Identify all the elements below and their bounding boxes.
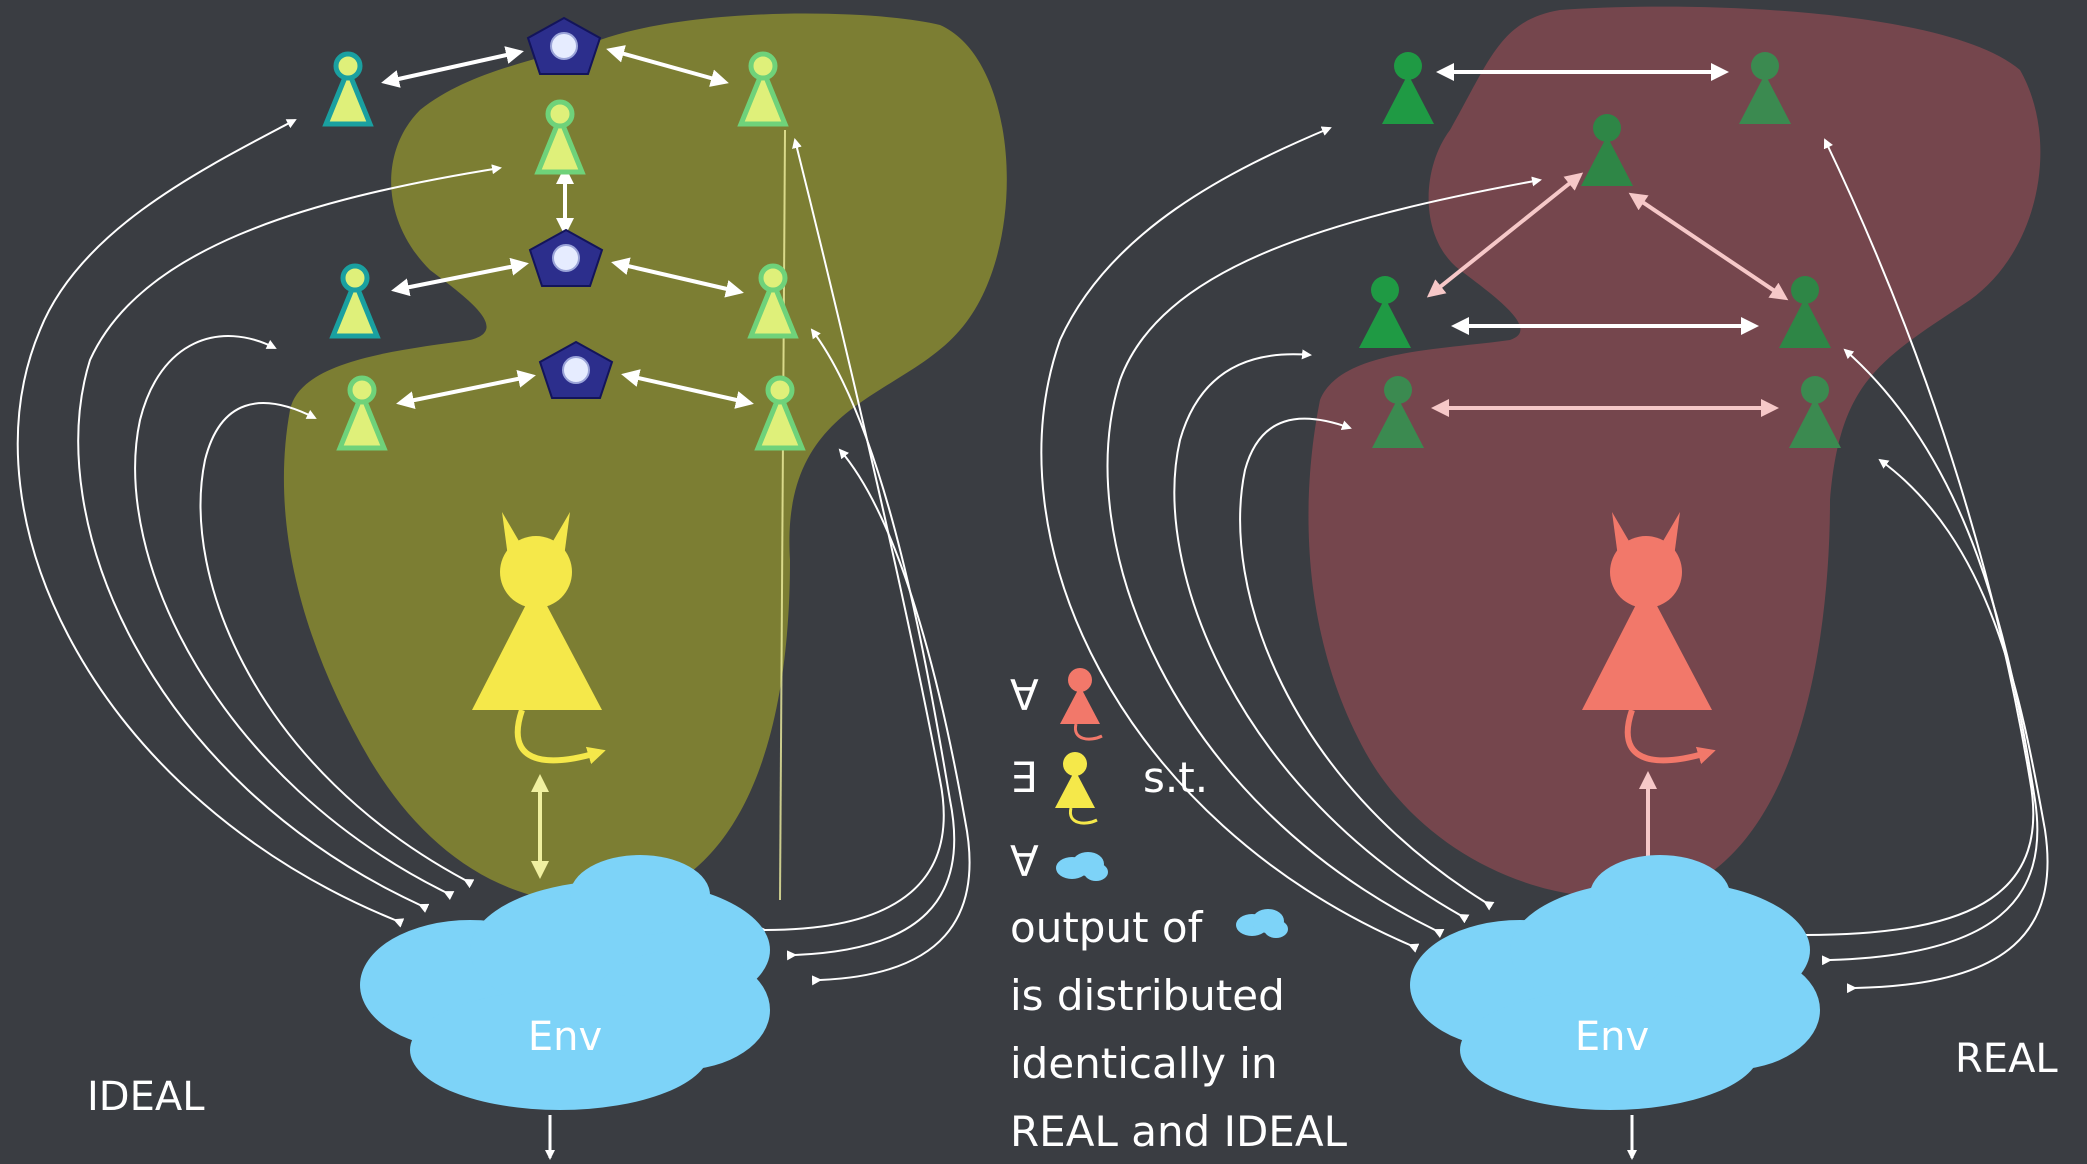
legend-forall-env-symbol: ∀ — [1010, 837, 1039, 886]
ideal-party-links — [381, 45, 754, 879]
real-env-connections — [1040, 126, 2049, 994]
ideal-party-env-link — [779, 129, 786, 901]
ideal-adversary-region — [283, 13, 1007, 904]
ideal-party-5 — [747, 263, 799, 339]
real-adversary-region — [1308, 6, 2041, 898]
real-label: REAL — [1955, 1036, 2058, 1082]
ideal-party-1 — [322, 51, 374, 127]
legend: ∀ ∃ s.t. ∀ output of is distributed iden… — [1010, 668, 1348, 1156]
ideal-environment-cloud — [360, 855, 770, 1110]
legend-statement-line-2: is distributed — [1010, 971, 1285, 1020]
ideal-party-6 — [336, 375, 388, 451]
ideal-party-2 — [534, 99, 586, 175]
real-party-2 — [1739, 52, 1791, 124]
legend-real-adversary-icon — [1060, 668, 1103, 741]
legend-env-cloud-icon — [1056, 852, 1108, 881]
real-party-4 — [1359, 276, 1411, 348]
legend-forall-adversary-symbol: ∀ — [1010, 671, 1039, 720]
real-party-7 — [1789, 376, 1841, 448]
legend-statement-line-3: identically in — [1010, 1039, 1278, 1088]
ideal-functionality-top — [526, 16, 602, 75]
ideal-env-connections — [16, 119, 971, 986]
legend-exists-symbol: ∃ — [1010, 753, 1037, 802]
legend-statement-line-4: REAL and IDEAL — [1010, 1107, 1348, 1156]
real-party-6 — [1372, 376, 1424, 448]
ideal-simulator-icon — [472, 512, 606, 765]
legend-output-cloud-icon — [1236, 909, 1288, 938]
legend-such-that: s.t. — [1143, 753, 1208, 802]
ideal-functionality-bottom — [538, 340, 614, 399]
real-party-5 — [1779, 276, 1831, 348]
real-env-label: Env — [1575, 1014, 1649, 1060]
ideal-party-4 — [329, 263, 381, 339]
real-party-3 — [1581, 114, 1633, 186]
real-environment-cloud — [1410, 855, 1820, 1110]
ideal-label: IDEAL — [87, 1074, 205, 1120]
ideal-functionality-middle — [528, 228, 604, 287]
ideal-env-label: Env — [528, 1014, 602, 1060]
real-adversary-icon — [1582, 512, 1716, 765]
real-party-1 — [1382, 52, 1434, 124]
ideal-party-7 — [754, 375, 806, 451]
legend-statement-line-1: output of — [1010, 903, 1204, 952]
legend-simulator-icon — [1055, 752, 1098, 825]
ideal-party-3 — [737, 51, 789, 127]
